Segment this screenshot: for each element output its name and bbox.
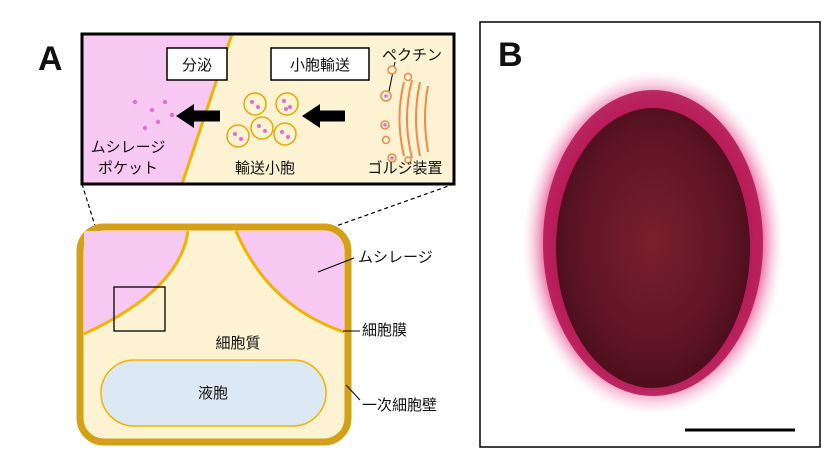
vesicle-label: 輸送小胞 — [235, 159, 295, 177]
cytoplasm-label: 細胞質 — [215, 334, 260, 352]
panel-a-label: A — [38, 40, 63, 78]
secretion-label: 分泌 — [182, 56, 212, 74]
mucilage-right — [236, 231, 344, 332]
golgi-vesicles — [380, 65, 413, 164]
pectin-label: ペクチン — [382, 46, 442, 64]
zoom-connector-left — [81, 183, 115, 288]
membrane-left-curve — [83, 230, 190, 336]
mucilage-leader-line — [317, 257, 355, 273]
pocket-label-line2: ポケット — [98, 159, 158, 177]
cell-diagram: 細胞質 液胞 — [76, 223, 352, 446]
mucilage-left — [84, 231, 188, 334]
stained-seed-image — [523, 71, 783, 415]
panel-b-label: B — [498, 36, 523, 74]
wall-leader-line — [345, 384, 361, 401]
secretion-arrow-head — [176, 104, 194, 128]
zoom-region-box — [113, 286, 166, 332]
golgi-label: ゴルジ装置 — [367, 159, 442, 177]
mucilage-label: ムシレージ — [358, 248, 433, 266]
inset-border — [80, 32, 456, 186]
golgi-apparatus — [398, 79, 429, 159]
membrane-label: 細胞膜 — [362, 321, 407, 339]
pocket-pectin-dots — [132, 99, 175, 131]
transport-label: 小胞輸送 — [290, 56, 350, 74]
wall-label: 一次細胞壁 — [362, 396, 437, 414]
transport-box — [270, 47, 370, 81]
membrane-right-curve — [234, 230, 345, 334]
transport-vesicles — [226, 92, 299, 148]
vacuole-label: 液胞 — [198, 384, 228, 402]
transport-arrow-head — [302, 104, 320, 128]
vesicle-pectin-dots — [233, 99, 292, 141]
secretion-box — [166, 47, 228, 81]
golgi-pectin-dots — [383, 94, 394, 160]
pocket-label-line1: ムシレージ — [91, 138, 166, 156]
seed-body — [556, 108, 750, 388]
vacuole — [100, 359, 327, 427]
inset-zoom: 分泌 小胞輸送 ペクチン — [80, 32, 456, 186]
